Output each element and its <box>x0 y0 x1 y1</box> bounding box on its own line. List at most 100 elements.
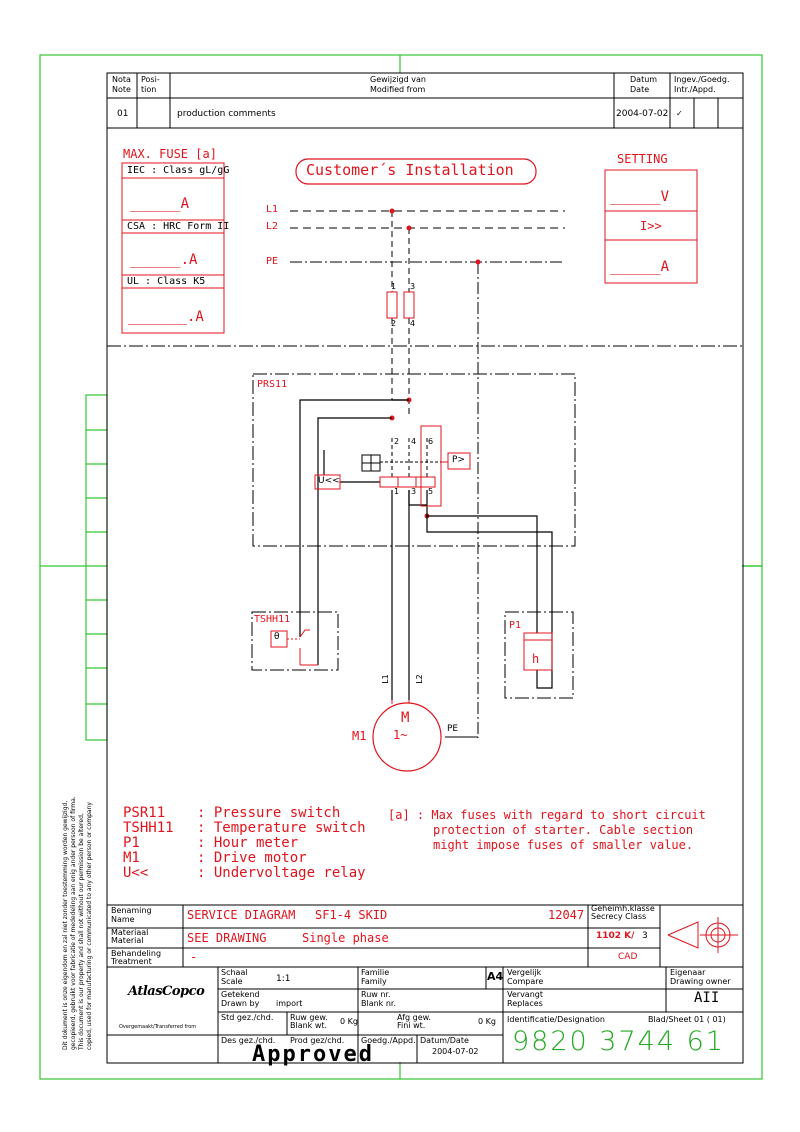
setting-amp: ______A <box>610 259 670 275</box>
sheet-number: Blad/Sheet 01 ( 01) <box>648 1015 726 1024</box>
drawing-title: SERVICE DIAGRAM <box>187 908 296 922</box>
tb-getekend: Getekend <box>221 990 260 999</box>
contact-term-1: 1 <box>394 487 400 496</box>
setting-box <box>604 169 698 284</box>
prs11-label: PRS11 <box>257 379 288 390</box>
revision-date: 2004-07-02 <box>616 109 669 119</box>
tb-ruwnr: Ruw nr. <box>361 990 391 999</box>
fuse-ul: UL : Class K5 <box>127 276 206 287</box>
contact-term-2: 2 <box>394 437 400 446</box>
inner-frame <box>106 72 744 1064</box>
fuse-csa-blank: ______.A <box>130 252 198 268</box>
tb-compare: Compare <box>507 977 544 986</box>
header-date: Datum <box>630 75 658 84</box>
setting-title: SETTING <box>617 152 668 166</box>
tshh11-label: TSHH11 <box>254 614 291 625</box>
label-l2: L2 <box>266 221 279 232</box>
tb-owner: Drawing owner <box>670 977 731 986</box>
document-number: 9820 3744 61 <box>512 1026 725 1057</box>
header-note-en: Note <box>112 85 131 94</box>
fuse-title: MAX. FUSE [a] <box>123 147 217 161</box>
tb-ident: Identificatie/Designation <box>507 1015 605 1024</box>
contact-term-3: 3 <box>411 487 417 496</box>
fuse-iec: IEC : Class gL/gG <box>127 165 230 176</box>
p1-box <box>504 611 574 699</box>
tb-blank: Blank wt. <box>290 1021 328 1030</box>
tb-material: Material <box>111 936 144 945</box>
header-note: Nota <box>112 75 131 84</box>
motor-m1-label: M1 <box>352 729 367 743</box>
material-value-2: Single phase <box>302 931 389 945</box>
legend-item: TSHH11: Temperature switch <box>123 820 366 836</box>
paper-size: A4 <box>487 970 504 983</box>
confidentiality-notice: Dit dokument is onze eigendom en zal nie… <box>62 796 93 1050</box>
drawing-subtitle: SF1-4 SKID <box>315 908 388 922</box>
contact-term-6: 6 <box>428 437 434 446</box>
header-date-en: Date <box>630 85 650 94</box>
tb-prod: Prod gez/chd. <box>290 1036 345 1045</box>
treatment-value: - <box>190 950 198 964</box>
tb-std: Std gez./chd. <box>221 1013 274 1022</box>
header-eng: Ingev./Goedg. <box>674 75 730 84</box>
fuse-csa: CSA : HRC Form II <box>127 221 230 232</box>
atlas-copco-logo: AtlasCopco <box>128 984 205 999</box>
label-l1: L1 <box>266 204 279 215</box>
tb-blanknr: Blank nr. <box>361 999 397 1008</box>
fuse-term-4: 4 <box>410 319 416 328</box>
motor <box>372 702 442 772</box>
tb-benaming: Benaming <box>111 906 152 915</box>
fuse-note: [a] : Max fuses with regard to short cir… <box>388 808 706 852</box>
fuse-term-1: 1 <box>391 282 397 291</box>
cad-label: CAD <box>618 952 638 962</box>
hour-meter-h: h <box>532 652 540 666</box>
tb-datum: Datum/Date <box>420 1036 469 1045</box>
tb-familie: Familie <box>361 968 390 977</box>
tb-secrecy: Secrecy Class <box>591 912 647 921</box>
outer-frame <box>39 54 763 1080</box>
overload-label: P> <box>452 455 465 465</box>
fuse-term-3: 3 <box>410 282 416 291</box>
legend-item: M1: Drive motor <box>123 850 307 866</box>
projection-symbol <box>667 917 738 953</box>
tb-materiaal: Materiaal <box>111 928 149 937</box>
owner-value: AII <box>694 990 720 1006</box>
prs11-box <box>252 373 576 547</box>
tb-ruw: Ruw gew. <box>290 1013 328 1022</box>
tb-afg: Afg gew. <box>397 1013 431 1022</box>
tb-eigenaar: Eigenaar <box>670 968 706 977</box>
uvr-label: U<< <box>318 476 340 486</box>
tb-vergelijk: Vergelijk <box>507 968 542 977</box>
revision-note: 01 <box>117 109 129 119</box>
drawing-number-short: 12047 <box>548 908 585 922</box>
approval-mark: ✓ <box>676 109 683 118</box>
motor-ac: 1~ <box>393 728 408 742</box>
tb-fini: Fini wt. <box>397 1021 426 1030</box>
fini-weight: 0 Kg <box>478 1017 496 1026</box>
fuse-term-2: 2 <box>391 319 397 328</box>
contactor <box>314 425 471 507</box>
customer-installation-box <box>295 158 537 185</box>
header-pos: Posi- <box>141 75 160 84</box>
tb-des: Des gez./chd. <box>221 1036 276 1045</box>
motor-l1: L1 <box>380 674 390 684</box>
tb-name: Name <box>111 915 135 924</box>
motor-m: M <box>401 710 410 726</box>
tb-behandeling: Behandeling <box>111 949 162 958</box>
tb-transferred: Overgemaakt/Transferred from <box>119 1024 197 1030</box>
blank-weight: 0 Kg <box>340 1017 358 1026</box>
tb-family: Family <box>361 977 387 986</box>
customer-installation-label: Customer´s Installation <box>306 161 514 179</box>
tb-geheim: Geheimh.klasse <box>591 904 655 913</box>
tb-treatment: Treatment <box>111 957 152 966</box>
contact-term-4: 4 <box>411 437 417 446</box>
approval-date: 2004-07-02 <box>432 1047 479 1056</box>
tb-replaces: Replaces <box>507 999 543 1008</box>
tb-goedg: Goedg./Appd. <box>361 1036 416 1045</box>
secrecy-value: 1102 K/ <box>596 931 635 941</box>
header-modified: Gewijzigd van <box>370 75 426 84</box>
motor-pe-label: PE <box>447 724 459 734</box>
setting-voltage: ______V <box>610 189 670 205</box>
tb-drawn: Drawn by <box>221 999 260 1008</box>
